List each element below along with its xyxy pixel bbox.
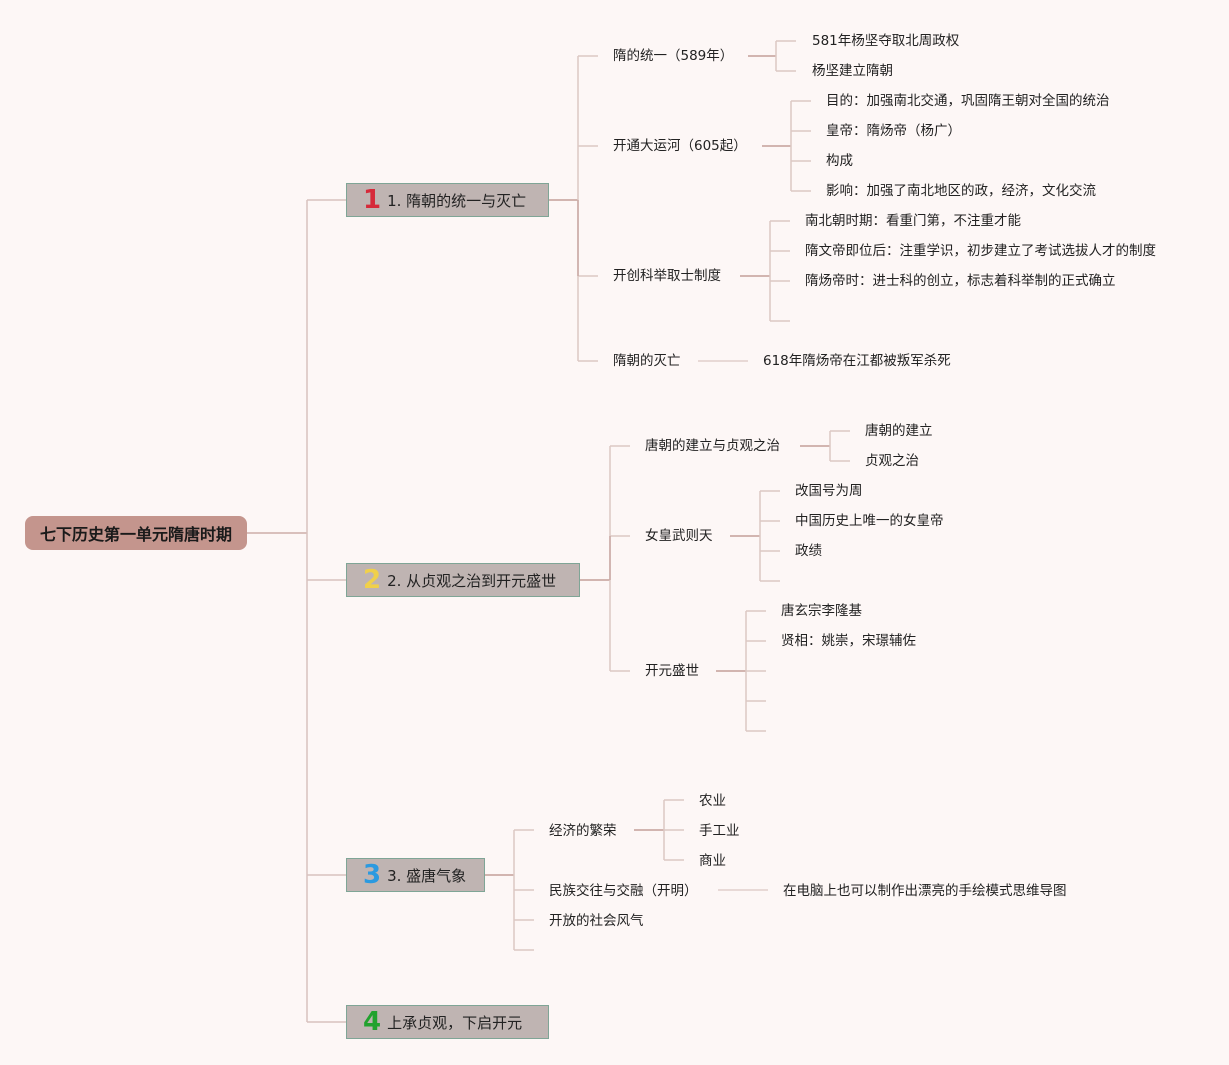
number-3-icon: 3 bbox=[363, 860, 382, 890]
leaf[interactable]: 隋文帝即位后：注重学识，初步建立了考试选拔人才的制度 bbox=[805, 243, 1156, 259]
topic-tang-founding[interactable]: 唐朝的建立与贞观之治 bbox=[645, 438, 780, 454]
number-4-icon: 4 bbox=[363, 1007, 382, 1037]
root-node[interactable]: 七下历史第一单元隋唐时期 bbox=[25, 516, 247, 550]
leaf[interactable]: 影响：加强了南北地区的政，经济，文化交流 bbox=[826, 183, 1096, 199]
leaf[interactable]: 目的：加强南北交通，巩固隋王朝对全国的统治 bbox=[826, 93, 1110, 109]
leaf[interactable]: 改国号为周 bbox=[795, 483, 863, 499]
topic-imperial-exam[interactable]: 开创科举取士制度 bbox=[613, 268, 721, 284]
leaf[interactable]: 唐玄宗李隆基 bbox=[781, 603, 862, 619]
branch-1-node[interactable]: 1 1. 隋朝的统一与灭亡 bbox=[346, 183, 549, 217]
leaf[interactable]: 商业 bbox=[699, 853, 726, 869]
leaf[interactable]: 618年隋炀帝在江都被叛军杀死 bbox=[763, 353, 951, 369]
leaf[interactable]: 中国历史上唯一的女皇帝 bbox=[795, 513, 944, 529]
leaf[interactable]: 手工业 bbox=[699, 823, 740, 839]
branch-4-label: 上承贞观，下启开元 bbox=[387, 1013, 523, 1032]
leaf[interactable]: 皇帝：隋炀帝（杨广） bbox=[826, 123, 961, 139]
branch-4-node[interactable]: 4 上承贞观，下启开元 bbox=[346, 1005, 549, 1039]
leaf[interactable]: 在电脑上也可以制作出漂亮的手绘模式思维导图 bbox=[783, 883, 1067, 899]
leaf[interactable]: 贞观之治 bbox=[865, 453, 919, 469]
topic-sui-fall[interactable]: 隋朝的灭亡 bbox=[613, 353, 681, 369]
leaf[interactable]: 杨坚建立隋朝 bbox=[812, 63, 893, 79]
leaf[interactable]: 南北朝时期：看重门第，不注重才能 bbox=[805, 213, 1021, 229]
topic-sui-unification[interactable]: 隋的统一（589年） bbox=[613, 48, 734, 64]
branch-3-node[interactable]: 3 3. 盛唐气象 bbox=[346, 858, 485, 892]
topic-kaiyuan[interactable]: 开元盛世 bbox=[645, 663, 699, 679]
leaf[interactable]: 农业 bbox=[699, 793, 726, 809]
leaf[interactable]: 政绩 bbox=[795, 543, 822, 559]
branch-1-label: 1. 隋朝的统一与灭亡 bbox=[387, 191, 527, 210]
topic-grand-canal[interactable]: 开通大运河（605起） bbox=[613, 138, 747, 154]
branch-2-node[interactable]: 2 2. 从贞观之治到开元盛世 bbox=[346, 563, 580, 597]
topic-wu-zetian[interactable]: 女皇武则天 bbox=[645, 528, 713, 544]
branch-3-label: 3. 盛唐气象 bbox=[387, 866, 467, 885]
leaf[interactable]: 581年杨坚夺取北周政权 bbox=[812, 33, 960, 49]
topic-ethnic-exchange[interactable]: 民族交往与交融（开明） bbox=[549, 883, 698, 899]
leaf[interactable]: 贤相：姚崇，宋璟辅佐 bbox=[781, 633, 916, 649]
topic-economy[interactable]: 经济的繁荣 bbox=[549, 823, 617, 839]
topic-open-society[interactable]: 开放的社会风气 bbox=[549, 913, 644, 929]
number-1-icon: 1 bbox=[363, 185, 382, 215]
leaf[interactable]: 隋炀帝时：进士科的创立，标志着科举制的正式确立 bbox=[805, 273, 1116, 289]
number-2-icon: 2 bbox=[363, 565, 382, 595]
branch-2-label: 2. 从贞观之治到开元盛世 bbox=[387, 571, 557, 590]
leaf[interactable]: 构成 bbox=[826, 153, 853, 169]
leaf[interactable]: 唐朝的建立 bbox=[865, 423, 933, 439]
